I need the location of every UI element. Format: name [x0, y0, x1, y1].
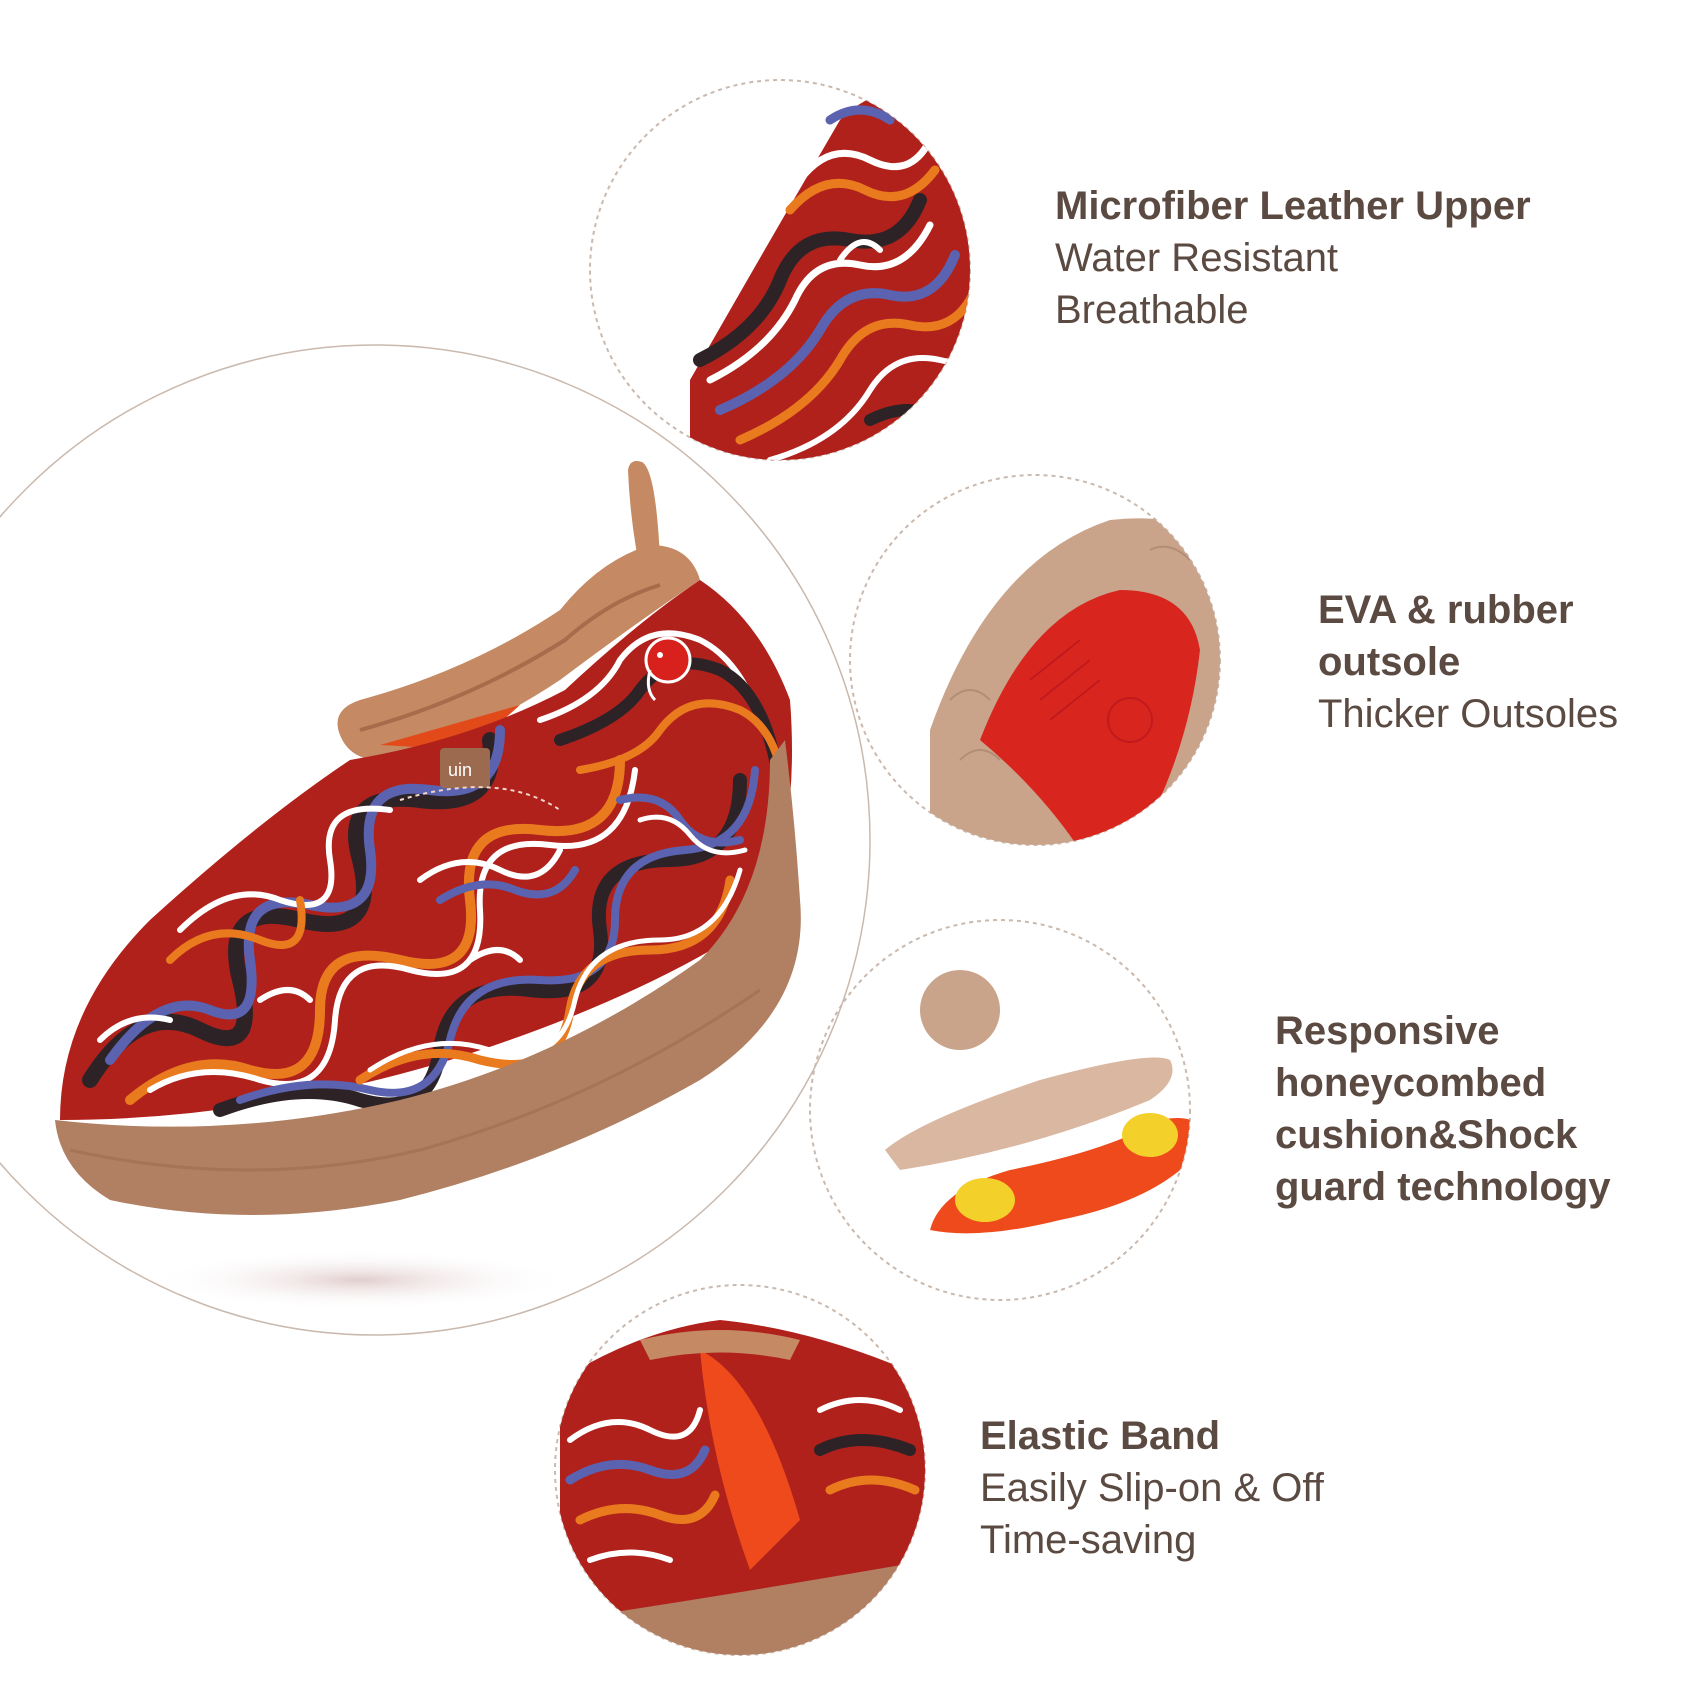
feature-elastic-text: Elastic Band Easily Slip-on & Off Time-s…	[980, 1410, 1324, 1566]
feature-cushion-text: Responsive honeycombed cushion&Shock gua…	[1275, 1005, 1611, 1213]
feature-upper-sub-2: Breathable	[1055, 288, 1249, 332]
feature-cushion-title-4: guard technology	[1275, 1165, 1611, 1209]
shoe-sole	[55, 740, 801, 1215]
feature-elastic-title: Elastic Band	[980, 1414, 1221, 1458]
side-tag	[440, 748, 490, 788]
feature-upper-text: Microfiber Leather Upper Water Resistant…	[1055, 180, 1531, 336]
feature-outsole-sub-1: Thicker Outsoles	[1318, 692, 1619, 736]
feature-cushion-title-2: honeycombed	[1275, 1061, 1547, 1105]
feature-outsole-title-2: outsole	[1318, 640, 1461, 684]
feature-cushion-title-1: Responsive	[1275, 1009, 1500, 1053]
brand-logo-icon	[644, 636, 692, 702]
shoe-pattern	[82, 630, 789, 1117]
feature-outsole-text: EVA & rubber outsole Thicker Outsoles	[1318, 584, 1618, 740]
shoe-shadow	[150, 1250, 570, 1310]
feature-elastic-sub-1: Easily Slip-on & Off	[980, 1466, 1324, 1510]
side-tag-text: uin	[448, 760, 472, 780]
feature-outsole-title-1: EVA & rubber	[1318, 588, 1574, 632]
feature-elastic-sub-2: Time-saving	[980, 1518, 1197, 1562]
feature-cushion-title-3: cushion&Shock	[1275, 1113, 1578, 1157]
feature-upper-sub-1: Water Resistant	[1055, 236, 1339, 280]
heel-pull-tab	[628, 461, 660, 570]
feature-upper-title: Microfiber Leather Upper	[1055, 184, 1531, 228]
